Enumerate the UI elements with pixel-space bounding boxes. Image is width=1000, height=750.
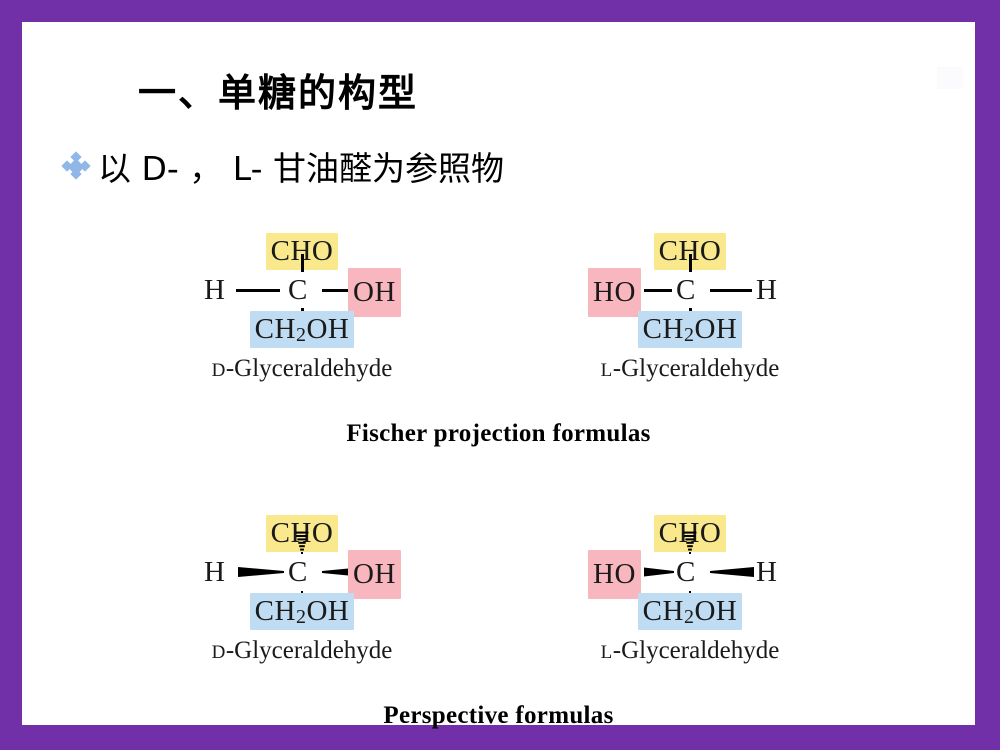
group-ch2oh: CH2OH	[637, 311, 743, 348]
bond-horizontal-right	[710, 288, 752, 292]
ch2oh-post: OH	[694, 595, 738, 627]
structure-bottom-row: CH2OH	[540, 311, 840, 348]
group-left-h: H	[204, 274, 226, 306]
perspective-formula-caption: Perspective formulas	[383, 702, 614, 729]
structure-bottom-row: CH2OH	[152, 593, 452, 630]
diamond-cluster-bullet-icon	[61, 151, 91, 180]
structure-caption-row: L-Glyceraldehyde	[540, 634, 840, 668]
fischer-projection-caption: Fischer projection formulas	[346, 420, 651, 447]
structure-caption-row: D-Glyceraldehyde	[152, 352, 452, 386]
atom-center-c: C	[288, 274, 308, 306]
bullet-line: 以 D- ， L- 甘油醛为参照物	[61, 142, 504, 190]
bond-hash-up	[682, 531, 698, 554]
bond-horizontal-left	[236, 288, 280, 292]
bond-wedge-left	[644, 566, 674, 578]
group-right-h: H	[756, 274, 778, 306]
ch2oh-post: OH	[306, 313, 350, 345]
structure-top-row: CHO	[152, 233, 452, 270]
group-right-h: H	[756, 556, 778, 588]
group-ch2oh: CH2OH	[637, 593, 743, 630]
structure-bottom-row: CH2OH	[540, 593, 840, 630]
bond-horizontal-right	[322, 288, 362, 292]
compound-name: -Glyceraldehyde	[225, 637, 393, 664]
scan-artifact	[937, 67, 963, 89]
structure-fischer-l: C HO HO C H CH2OH L-Glyceraldehyde	[540, 233, 840, 386]
stereo-prefix: L	[600, 642, 613, 663]
bond-hash-up	[294, 531, 310, 554]
structure-middle-row: H C OH	[152, 254, 452, 326]
group-ch2oh: CH2OH	[249, 311, 355, 348]
stereo-prefix: L	[600, 360, 613, 381]
stereo-prefix: D	[211, 642, 226, 663]
atom-center-c: C	[288, 556, 308, 588]
ch2oh-sub: 2	[683, 324, 695, 346]
structure-fischer-d: CHO H C OH CH2OH D-Glyceraldehyde	[152, 233, 452, 386]
structure-middle-row: H C OH	[152, 531, 452, 614]
group-left-h: H	[204, 556, 226, 588]
page-title: 一、单糖的构型	[138, 71, 419, 115]
structure-bottom-row: CH2OH	[152, 311, 452, 348]
structure-name: D-Glyceraldehyde	[212, 355, 393, 382]
ch2oh-sub: 2	[295, 324, 307, 346]
stereo-prefix: D	[211, 360, 226, 381]
bond-vertical-top	[300, 254, 304, 272]
bond-vertical-top	[688, 254, 692, 272]
ch2oh-sub: 2	[295, 606, 307, 628]
structure-name: L-Glyceraldehyde	[601, 355, 780, 382]
ch2oh-sub: 2	[683, 606, 695, 628]
ch2oh-pre: CH	[254, 313, 296, 345]
group-left-ho: HO	[588, 550, 641, 599]
ch2oh-pre: CH	[254, 595, 296, 627]
structure-middle-row: HO C H	[540, 531, 840, 614]
structure-name: D-Glyceraldehyde	[212, 637, 393, 664]
ch2oh-pre: CH	[642, 595, 684, 627]
bond-wedge-right	[710, 566, 754, 578]
bullet-text: 以 D- ， L- 甘油醛为参照物	[98, 149, 504, 188]
structure-caption-row: L-Glyceraldehyde	[540, 352, 840, 386]
ch2oh-pre: CH	[642, 313, 684, 345]
compound-name: -Glyceraldehyde	[612, 355, 780, 382]
group-left-ho: HO	[588, 268, 641, 317]
structure-caption-row: D-Glyceraldehyde	[152, 634, 452, 668]
ch2oh-post: OH	[694, 313, 738, 345]
structure-middle-row: HO C H	[540, 254, 840, 326]
group-right-oh: OH	[348, 268, 401, 317]
compound-name: -Glyceraldehyde	[612, 637, 780, 664]
bond-wedge-left	[238, 566, 284, 578]
group-ch2oh: CH2OH	[249, 593, 355, 630]
structure-perspective-d: CHO	[152, 515, 452, 668]
structure-perspective-l: C HO	[540, 515, 840, 668]
slide-canvas: 一、单糖的构型 以 D- ， L- 甘油醛为参照物 C HO H C OH	[22, 22, 975, 729]
compound-name: -Glyceraldehyde	[225, 355, 393, 382]
structure-name: L-Glyceraldehyde	[601, 637, 780, 664]
atom-center-c: C	[676, 556, 696, 588]
atom-center-c: C	[676, 274, 696, 306]
group-right-oh: OH	[348, 550, 401, 599]
ch2oh-post: OH	[306, 595, 350, 627]
bond-horizontal-left	[644, 288, 672, 292]
group-cho: CHO	[265, 233, 339, 270]
